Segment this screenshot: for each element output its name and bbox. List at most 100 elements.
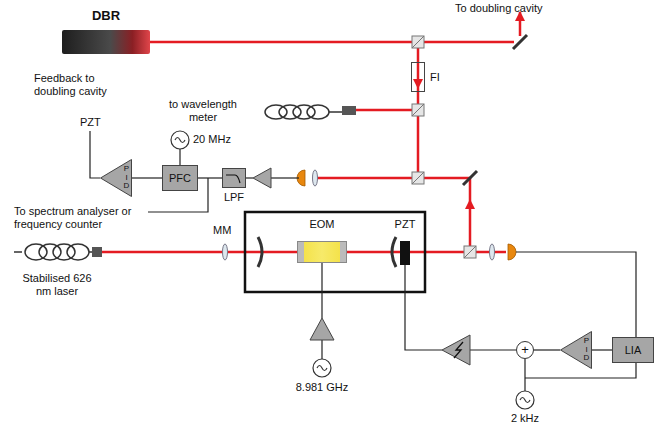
beam	[417, 48, 420, 88]
laser-body	[62, 30, 150, 54]
cube	[412, 172, 424, 184]
label-text: LIA	[625, 344, 642, 356]
amplifier	[253, 168, 271, 188]
pid-controller: P I D	[100, 159, 132, 197]
amplifier	[310, 318, 334, 340]
mirror	[513, 35, 527, 49]
sine-symbol	[317, 366, 327, 371]
label-text: EOM	[309, 217, 334, 231]
wire	[524, 359, 525, 391]
annotation: PZT	[80, 116, 106, 129]
filter-symbol	[223, 169, 245, 187]
wire	[321, 340, 322, 359]
annotation: To spectrum analyser or frequency counte…	[14, 205, 144, 231]
amplifiers	[253, 168, 470, 365]
signal-wire	[592, 349, 612, 350]
wire	[179, 149, 180, 165]
mirror	[463, 171, 477, 185]
label-text: P I D	[123, 165, 130, 191]
mirrors	[463, 35, 527, 185]
beam	[417, 88, 420, 104]
signal-wire	[198, 177, 222, 178]
cube-diagonal	[412, 172, 424, 184]
cube	[412, 36, 424, 48]
wire	[321, 263, 322, 318]
annotation: 2 kHz	[500, 412, 550, 425]
eom-crystal: EOM	[297, 217, 347, 263]
wire	[525, 363, 636, 378]
annotation: 8.981 GHz	[282, 381, 362, 394]
wire	[405, 265, 442, 350]
lightning-symbol	[454, 342, 463, 358]
signal-wire	[132, 177, 162, 178]
wires	[90, 131, 636, 391]
cavity-mirror	[392, 237, 396, 267]
wire	[246, 177, 253, 178]
beam	[469, 200, 472, 246]
cube-diagonal	[464, 246, 476, 258]
label-text: DBR	[92, 8, 120, 24]
cube	[464, 246, 476, 258]
fibre-loop	[25, 244, 47, 260]
label-text: PZT	[395, 217, 416, 231]
cube-diagonal	[412, 104, 424, 116]
electronics-box: LIA	[612, 337, 654, 363]
wire	[516, 252, 636, 337]
oscillator	[516, 391, 534, 409]
pzt-block	[400, 241, 410, 265]
cavity-mirror	[258, 237, 262, 267]
sine-symbol	[520, 398, 530, 403]
beam	[150, 41, 514, 44]
fibre	[329, 111, 342, 113]
beam	[356, 109, 412, 112]
fibres	[14, 105, 342, 260]
fibre-loop	[39, 244, 61, 260]
annotation: Feedback to doubling cavity	[34, 72, 128, 98]
oscillator	[171, 131, 189, 149]
triangle	[101, 160, 132, 197]
low-pass-filter: LPF	[222, 168, 246, 204]
pzt-actuator: PZT	[394, 217, 416, 265]
signal-wire	[534, 349, 560, 350]
beam	[424, 178, 470, 200]
fibre-loop	[279, 105, 301, 119]
cube-diagonal	[412, 36, 424, 48]
annotation: To doubling cavity	[455, 2, 585, 15]
label-text: P I D	[583, 337, 590, 363]
laser-beams	[100, 12, 520, 252]
fibre-loop	[53, 244, 75, 260]
cavity-mirrors	[258, 237, 396, 267]
cube	[412, 104, 424, 116]
beam	[318, 177, 412, 180]
beam	[417, 116, 420, 172]
wire	[271, 177, 299, 178]
label-text: FI	[430, 71, 440, 83]
fibre-connectors	[92, 106, 356, 257]
oscillator	[313, 359, 331, 377]
oscillators	[171, 131, 534, 409]
cavity-housing	[245, 212, 425, 292]
filter-box	[222, 168, 246, 188]
fibre-loop	[293, 105, 315, 119]
faraday-isolator: FI	[411, 62, 440, 92]
beam-splitters	[412, 36, 476, 258]
fibre-loop	[307, 105, 329, 119]
lens	[313, 170, 318, 186]
wire	[90, 131, 100, 178]
crystal	[297, 241, 347, 263]
label-text: LPF	[224, 191, 244, 204]
photodiode	[508, 244, 516, 260]
summing-junction: +	[516, 341, 534, 359]
annotation: MM	[213, 224, 239, 237]
electronics-box: PFC	[162, 165, 198, 191]
pid-controller: P I D	[560, 331, 592, 369]
laser-head: DBR	[62, 8, 150, 54]
fibre-connector	[342, 106, 356, 115]
wire	[470, 349, 516, 350]
lens	[223, 244, 228, 260]
hv-amplifier	[442, 335, 470, 365]
connectors	[132, 178, 612, 350]
isolator-body	[411, 62, 425, 92]
label-text: PFC	[169, 172, 191, 184]
